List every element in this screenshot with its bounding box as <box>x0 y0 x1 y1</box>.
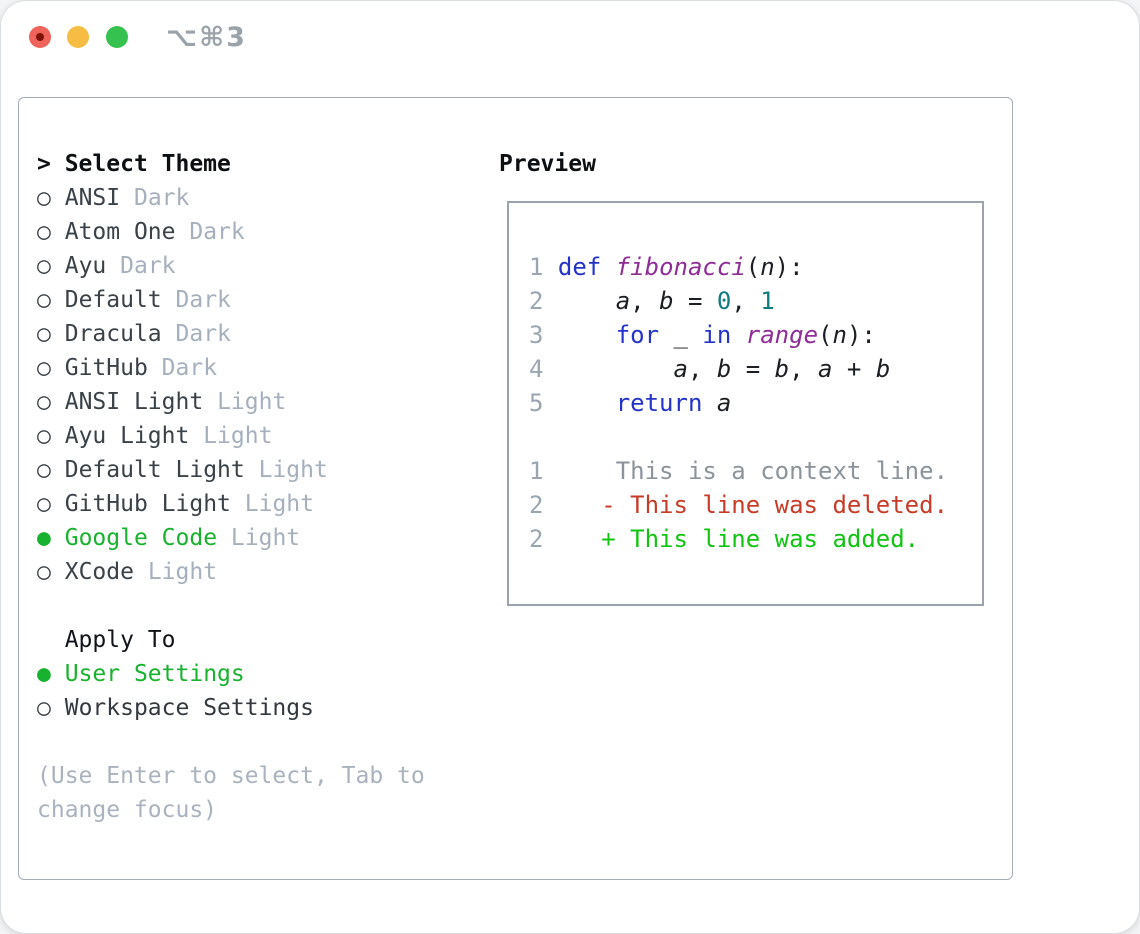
theme-item-github[interactable]: ○ GitHub Dark <box>37 351 425 385</box>
radio-unselected-icon: ○ <box>37 423 51 449</box>
apply-to-label: Apply To <box>64 627 176 653</box>
radio-selected-icon: ● <box>37 661 51 687</box>
theme-name: XCode <box>64 559 134 585</box>
theme-item-default-light[interactable]: ○ Default Light Light <box>37 453 425 487</box>
apply-option-user-settings[interactable]: ● User Settings <box>37 657 425 691</box>
theme-name: Dracula <box>64 321 162 347</box>
theme-name: GitHub <box>64 355 148 381</box>
theme-variant-badge: Dark <box>175 321 231 347</box>
apply-option-label: User Settings <box>64 661 245 687</box>
theme-variant-badge: Light <box>258 457 328 483</box>
select-theme-label: Select Theme <box>64 151 231 177</box>
theme-item-ansi[interactable]: ○ ANSI Dark <box>37 181 425 215</box>
record-dot-icon <box>36 33 44 41</box>
theme-item-google-code[interactable]: ● Google Code Light <box>37 521 425 555</box>
window-title: ⌥⌘3 <box>166 22 247 53</box>
code-line: 2 + This line was added. <box>529 525 920 553</box>
theme-variant-badge: Dark <box>189 219 245 245</box>
code-line: 5 return a <box>529 389 732 417</box>
radio-unselected-icon: ○ <box>37 389 51 415</box>
theme-variant-badge: Light <box>244 491 314 517</box>
code-line: 1 def fibonacci(n): <box>529 253 804 281</box>
radio-unselected-icon: ○ <box>37 185 51 211</box>
focus-cursor-icon: > <box>37 151 51 177</box>
theme-variant-badge: Light <box>230 525 301 551</box>
theme-variant-badge: Dark <box>161 355 218 381</box>
radio-unselected-icon: ○ <box>37 253 51 279</box>
theme-name: Ayu <box>64 253 107 279</box>
theme-variant-badge: Dark <box>133 185 190 211</box>
radio-unselected-icon: ○ <box>37 219 51 245</box>
theme-name: Default Light <box>64 457 245 483</box>
theme-variant-badge: Dark <box>120 253 176 279</box>
radio-unselected-icon: ○ <box>37 321 51 347</box>
theme-item-atom-one[interactable]: ○ Atom One Dark <box>37 215 425 249</box>
theme-name: ANSI Light <box>64 389 204 415</box>
close-button[interactable] <box>29 26 51 48</box>
theme-name: ANSI <box>64 185 121 211</box>
code-line: 2 a, b = 0, 1 <box>529 287 775 315</box>
radio-selected-icon: ● <box>37 525 51 551</box>
apply-to-options: ● User Settings○ Workspace Settings <box>37 657 425 725</box>
theme-item-github-light[interactable]: ○ GitHub Light Light <box>37 487 425 521</box>
radio-unselected-icon: ○ <box>37 457 51 483</box>
radio-unselected-icon: ○ <box>37 355 51 381</box>
theme-list-column: >Select Theme ○ ANSI Dark○ Atom One Dark… <box>37 147 425 827</box>
zoom-button[interactable] <box>106 26 128 48</box>
select-theme-header[interactable]: > Select Theme <box>37 147 425 181</box>
gap <box>37 725 425 759</box>
help-text-line2: change focus) <box>37 797 218 823</box>
help-text-line1: (Use Enter to select, Tab to <box>37 763 425 789</box>
code-line: 4 a, b = b, a + b <box>529 355 891 383</box>
theme-name: Google Code <box>64 525 218 551</box>
apply-option-label: Workspace Settings <box>64 695 314 721</box>
theme-item-dracula[interactable]: ○ Dracula Dark <box>37 317 425 351</box>
theme-name: GitHub Light <box>64 491 231 517</box>
radio-unselected-icon: ○ <box>37 695 51 721</box>
theme-variant-badge: Light <box>217 389 287 415</box>
apply-option-workspace-settings[interactable]: ○ Workspace Settings <box>37 691 425 725</box>
theme-variant-badge: Light <box>203 423 273 449</box>
theme-name: Atom One <box>64 219 176 245</box>
code-line <box>529 420 982 454</box>
gap <box>37 589 425 623</box>
radio-unselected-icon: ○ <box>37 559 51 585</box>
radio-unselected-icon: ○ <box>37 287 51 313</box>
theme-item-xcode[interactable]: ○ XCode Light <box>37 555 425 589</box>
theme-variant-badge: Light <box>147 559 218 585</box>
theme-variant-badge: Dark <box>175 287 231 313</box>
theme-item-default[interactable]: ○ Default Dark <box>37 283 425 317</box>
code-line: 2 - This line was deleted. <box>529 491 949 519</box>
theme-name: Ayu Light <box>64 423 190 449</box>
preview-code: 1 def fibonacci(n): 2 a, b = 0, 1 3 for _ … <box>509 203 982 556</box>
theme-item-ansi-light[interactable]: ○ ANSI Light Light <box>37 385 425 419</box>
theme-name: Default <box>64 287 162 313</box>
radio-unselected-icon: ○ <box>37 491 51 517</box>
code-line: 1 This is a context line. <box>529 457 949 485</box>
theme-item-ayu-light[interactable]: ○ Ayu Light Light <box>37 419 425 453</box>
preview-title: Preview <box>499 151 596 177</box>
theme-item-ayu[interactable]: ○ Ayu Dark <box>37 249 425 283</box>
minimize-button[interactable] <box>67 26 89 48</box>
code-line: 3 for _ in range(n): <box>529 321 876 349</box>
theme-list: ○ ANSI Dark○ Atom One Dark○ Ayu Dark○ De… <box>37 181 425 589</box>
preview-box: 1 def fibonacci(n): 2 a, b = 0, 1 3 for _ … <box>507 201 984 606</box>
theme-picker-panel: >Select Theme ○ ANSI Dark○ Atom One Dark… <box>18 97 1013 880</box>
